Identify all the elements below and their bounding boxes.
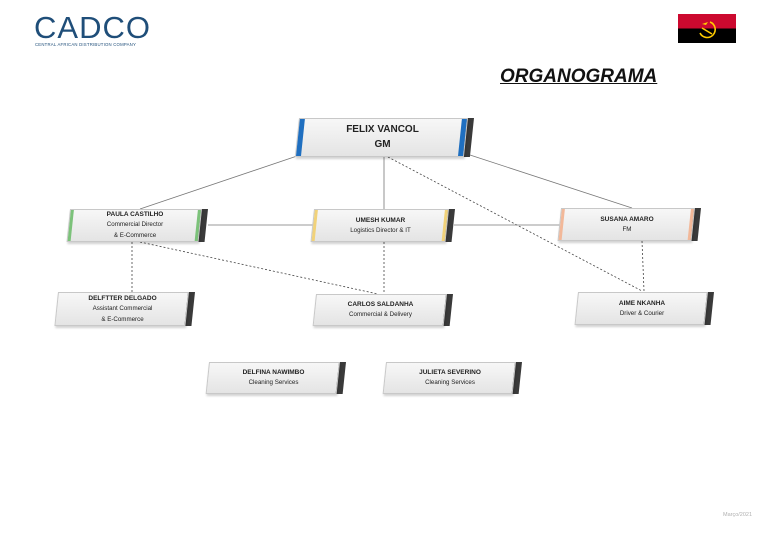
node-role: Assistant Commercial — [92, 304, 153, 312]
node-name: DELFINA NAWIMBO — [242, 369, 305, 376]
page-title: ORGANOGRAMA — [500, 66, 658, 87]
line-gm-paula — [139, 154, 301, 210]
node-aime-nkanha: AIME NKANHA Driver & Courier — [574, 292, 714, 325]
node-delftter-delgado: DELFTTER DELGADO Assistant Commercial & … — [54, 292, 195, 326]
angola-flag-icon — [678, 14, 736, 43]
node-role: Cleaning Services — [425, 379, 475, 386]
node-julieta-severino: JULIETA SEVERINO Cleaning Services — [382, 362, 522, 394]
node-role: FM — [622, 225, 632, 233]
node-name: UMESH KUMAR — [355, 216, 406, 224]
node-name: FELIX VANCOL — [346, 124, 419, 135]
node-name: CARLOS SALDANHA — [347, 301, 414, 308]
logo-text: CADCO — [34, 10, 151, 45]
node-role: Commercial Director — [106, 221, 164, 228]
node-name: AIME NKANHA — [618, 299, 666, 307]
node-role: Driver & Courier — [619, 309, 665, 317]
node-paula-castilho: PAULA CASTILHO Commercial Director & E-C… — [66, 209, 208, 242]
node-role: Logistics Director & IT — [350, 226, 411, 234]
node-susana-amaro: SUSANA AMARO FM — [557, 208, 701, 241]
node-role-line2: & E-Commerce — [113, 232, 157, 239]
node-name: SUSANA AMARO — [600, 215, 654, 223]
node-name: JULIETA SEVERINO — [419, 369, 481, 376]
node-role: Cleaning Services — [248, 379, 299, 386]
node-role-line2: & E-Commerce — [101, 315, 144, 323]
footer-date: Março/2021 — [723, 512, 753, 518]
line-gm-susana — [469, 154, 633, 209]
node-name: PAULA CASTILHO — [106, 211, 164, 218]
line-paula-carlos — [139, 241, 379, 295]
line-susana-aime — [641, 240, 645, 292]
node-carlos-saldanha: CARLOS SALDANHA Commercial & Delivery — [312, 294, 453, 326]
cadco-logo: CADCO CENTRAL AFRICAN DISTRIBUTION COMPA… — [34, 12, 164, 48]
logo-subtitle: CENTRAL AFRICAN DISTRIBUTION COMPANY — [35, 42, 137, 47]
node-delfina-nawimbo: DELFINA NAWIMBO Cleaning Services — [205, 362, 346, 394]
node-felix-vancol: FELIX VANCOL GM — [294, 118, 474, 157]
node-role: GM — [374, 139, 391, 150]
node-umesh-kumar: UMESH KUMAR Logistics Director & IT — [310, 209, 455, 242]
node-role: Commercial & Delivery — [349, 311, 412, 318]
node-name: DELFTTER DELGADO — [88, 294, 157, 302]
